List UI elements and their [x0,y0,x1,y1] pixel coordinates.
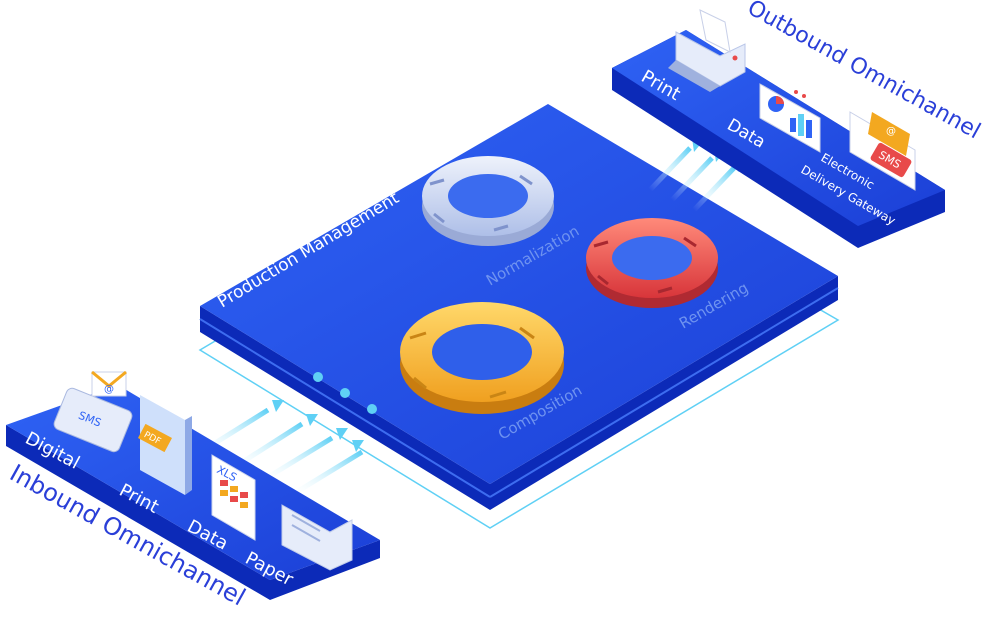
central-platform: Production Management Normalization Rend… [198,104,840,529]
flow-arrow [258,435,334,485]
flow-arrow [670,156,714,202]
printer-icon [668,9,746,92]
flow-arrow [288,449,364,499]
indicator-dot [340,388,350,398]
email-sms-gateway-icon: @ SMS [849,111,916,191]
central-top-face [200,104,838,484]
email-at-icon: @ [886,126,896,137]
flow-arrow [692,166,736,212]
rendering-cycle-icon [586,218,718,308]
xls-document-icon: XLS [211,454,256,541]
digital-channel-icon: SMS @ [53,370,133,453]
indicator-dot [367,404,377,414]
paper-document-icon [281,504,353,571]
inbound-arrows [194,400,364,499]
flow-arrow [648,146,692,192]
indicator-dot [313,372,323,382]
central-base [200,276,838,510]
data-chart-icon [759,83,821,153]
pdf-document-icon: PDF [138,395,192,495]
normalization-cycle-icon [422,156,554,246]
composition-cycle-icon [400,302,564,414]
email-icon: @ [104,384,114,395]
